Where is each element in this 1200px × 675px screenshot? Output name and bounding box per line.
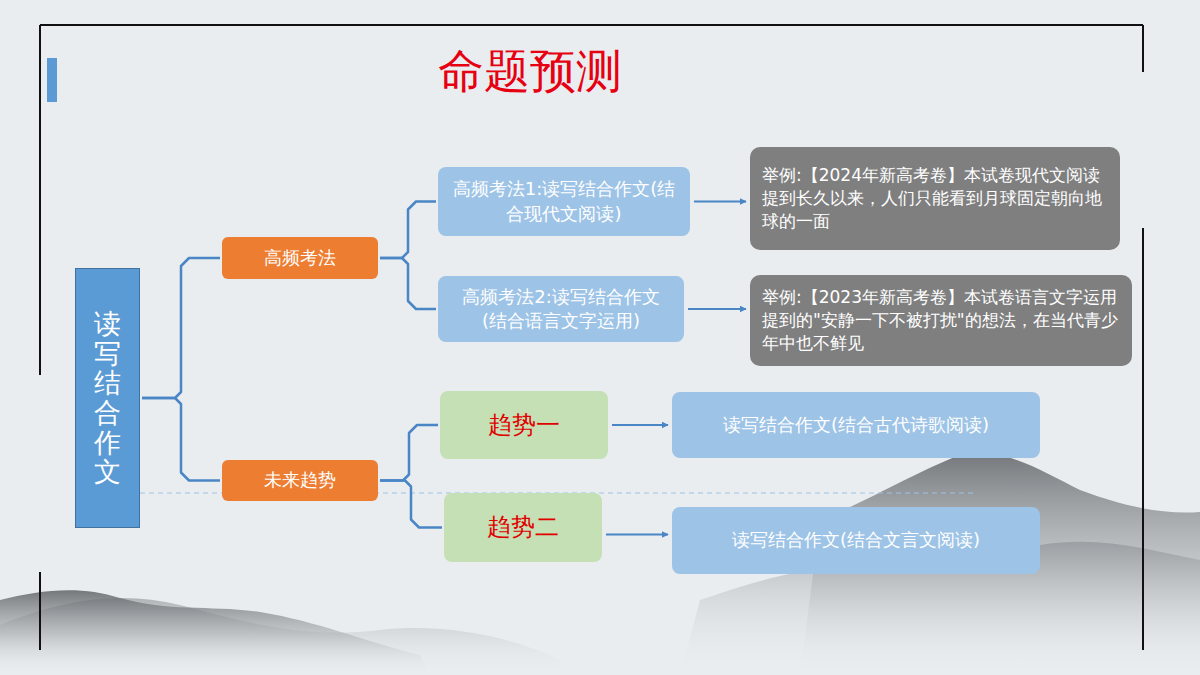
node-label: 举例:【2023年新高考卷】本试卷语言文字运用提到的"安静一下不被打扰"的想法，… <box>762 286 1120 355</box>
node-label: 未来趋势 <box>264 468 336 492</box>
frame-lines <box>40 25 1143 650</box>
node-label: 高频考法 <box>264 246 336 270</box>
bracket-connector <box>142 258 220 398</box>
root-box: 读写结合作文 <box>75 268 140 528</box>
category-box: 高频考法 <box>222 237 378 279</box>
example-box: 举例:【2023年新高考卷】本试卷语言文字运用提到的"安静一下不被打扰"的想法，… <box>750 275 1132 366</box>
arrow-connector <box>612 424 668 426</box>
node-label: 高频考法2:读写结合作文(结合语言文字运用) <box>450 285 672 334</box>
bracket-connector <box>380 425 438 481</box>
method-box: 高频考法1:读写结合作文(结合现代文阅读) <box>438 167 690 236</box>
arrow-connector <box>606 534 668 536</box>
bracket-connector <box>380 481 442 528</box>
method-box: 高频考法2:读写结合作文(结合语言文字运用) <box>438 276 684 342</box>
example-box: 举例:【2024年新高考卷】本试卷现代文阅读提到长久以来，人们只能看到月球固定朝… <box>750 147 1120 250</box>
bracket-connector <box>142 398 220 481</box>
arrow-connector <box>694 201 746 203</box>
node-label: 举例:【2024年新高考卷】本试卷现代文阅读提到长久以来，人们只能看到月球固定朝… <box>762 164 1108 233</box>
category-box: 未来趋势 <box>222 460 378 501</box>
node-label: 高频考法1:读写结合作文(结合现代文阅读) <box>450 177 678 226</box>
ink-mountains <box>0 453 1200 675</box>
trend-detail-box: 读写结合作文(结合古代诗歌阅读) <box>672 392 1040 458</box>
bracket-connector <box>380 258 436 309</box>
node-label: 趋势二 <box>487 511 559 543</box>
node-label: 趋势一 <box>488 409 560 441</box>
trend-box: 趋势二 <box>444 493 602 562</box>
bracket-connector <box>380 202 436 259</box>
arrow-connector <box>688 308 746 310</box>
trend-detail-box: 读写结合作文(结合文言文阅读) <box>672 507 1040 574</box>
node-label: 读写结合作文(结合文言文阅读) <box>732 528 980 552</box>
accent-bar <box>47 58 57 102</box>
node-label: 读写结合作文 <box>94 309 121 487</box>
title: 命题预测 <box>380 44 680 99</box>
node-label: 读写结合作文(结合古代诗歌阅读) <box>723 413 989 437</box>
trend-box: 趋势一 <box>440 391 608 459</box>
